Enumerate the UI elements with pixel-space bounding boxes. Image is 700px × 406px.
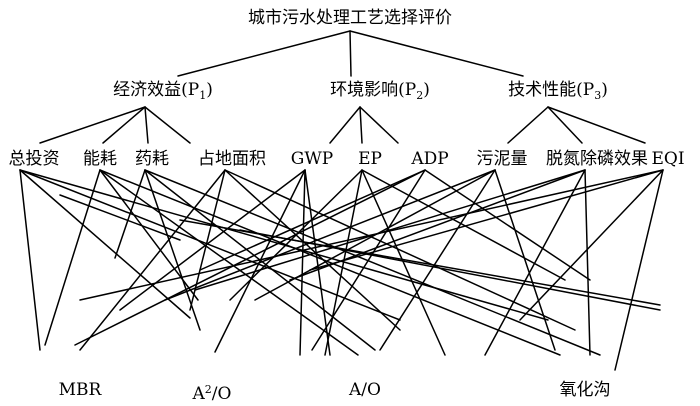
criterion-link xyxy=(144,106,149,144)
indicator-eqi: EQI xyxy=(651,149,685,169)
alternative-link xyxy=(199,169,426,271)
alternative-link xyxy=(309,169,664,271)
criterion-environment: 环境影响(P2) xyxy=(330,80,430,106)
criterion-link xyxy=(39,106,146,144)
indicator-land-area: 占地面积 xyxy=(198,149,266,169)
criterion-link xyxy=(329,106,361,144)
criterion-subscript: 2 xyxy=(416,89,424,102)
criterion-link xyxy=(547,106,646,144)
indicator-chemicals: 药耗 xyxy=(135,149,169,169)
criterion-technical: 技术性能(P3) xyxy=(508,80,608,106)
alternative-link xyxy=(179,219,661,306)
alternative-link xyxy=(299,169,306,356)
indicator-total-investment: 总投资 xyxy=(8,149,60,169)
alternative-link xyxy=(79,169,226,351)
alternative-label: MBR xyxy=(58,380,102,400)
criterion-label: 环境影响(P xyxy=(330,80,417,100)
alternative-link xyxy=(494,169,556,351)
criterion-label: 经济效益(P xyxy=(113,80,200,100)
criterion-economic: 经济效益(P1) xyxy=(113,80,213,106)
criterion-link xyxy=(507,106,549,144)
alternative-label: A xyxy=(192,384,205,404)
goal-link xyxy=(177,30,351,77)
alternative-link xyxy=(379,169,496,351)
criterion-link xyxy=(144,106,191,144)
criterion-subscript: 1 xyxy=(199,89,207,102)
alternative-link xyxy=(79,169,664,301)
alternative-link xyxy=(304,169,331,356)
alternative-link xyxy=(214,169,306,353)
alternative-link xyxy=(44,169,101,346)
indicator-ep: EP xyxy=(358,149,382,169)
alternative-label-rest: /O xyxy=(211,384,232,404)
alternative-link xyxy=(99,169,359,356)
alternative-link xyxy=(361,169,566,281)
alternative-link xyxy=(144,169,601,356)
goal-link xyxy=(349,30,524,77)
alternative-label: 氧化沟 xyxy=(559,380,611,400)
alternative-link xyxy=(144,169,201,331)
alternative-superscript: 2 xyxy=(204,383,212,396)
alternative-link xyxy=(74,169,426,346)
alternative-link xyxy=(311,169,426,351)
alternative-link xyxy=(119,169,306,311)
alternative-link xyxy=(114,169,146,259)
criterion-close: ) xyxy=(206,80,213,100)
alternative-link xyxy=(19,169,549,321)
indicator-energy: 能耗 xyxy=(83,149,117,169)
alternative-mbr: MBR xyxy=(59,380,102,400)
alternative-link xyxy=(584,169,591,356)
alternative-oxidation-ditch: 氧化沟 xyxy=(560,380,611,400)
alternative-link xyxy=(59,194,181,241)
alternative-link xyxy=(19,169,41,351)
alternative-link xyxy=(194,169,586,291)
alternative-link xyxy=(614,169,664,371)
alternative-link xyxy=(224,169,401,331)
criterion-subscript: 3 xyxy=(594,89,602,102)
alternative-link xyxy=(19,169,191,319)
criterion-link xyxy=(359,106,363,144)
indicator-adp: ADP xyxy=(411,149,449,169)
criterion-link xyxy=(102,106,146,144)
indicator-gwp: GWP xyxy=(290,149,334,169)
alternative-link xyxy=(519,169,664,321)
alternative-link xyxy=(424,169,591,281)
alternative-label: A/O xyxy=(349,380,381,400)
alternative-link xyxy=(361,169,446,356)
criterion-link xyxy=(547,106,583,144)
alternative-ao: A/O xyxy=(349,380,381,400)
criterion-close: ) xyxy=(423,80,430,100)
goal-link xyxy=(349,30,352,77)
alternative-link xyxy=(224,169,576,331)
criterion-close: ) xyxy=(601,80,608,100)
indicator-nutrient-removal: 脱氮除磷效果 xyxy=(546,149,648,169)
alternative-link xyxy=(484,169,586,356)
goal-label: 城市污水处理工艺选择评价 xyxy=(248,8,452,28)
alternative-link xyxy=(99,169,561,356)
criterion-label: 技术性能(P xyxy=(508,80,595,100)
indicator-sludge: 污泥量 xyxy=(476,149,528,169)
alternative-a2o: A2/O xyxy=(193,380,232,404)
alternative-link xyxy=(189,169,226,311)
criterion-link xyxy=(359,106,399,144)
alternative-link xyxy=(164,169,496,301)
